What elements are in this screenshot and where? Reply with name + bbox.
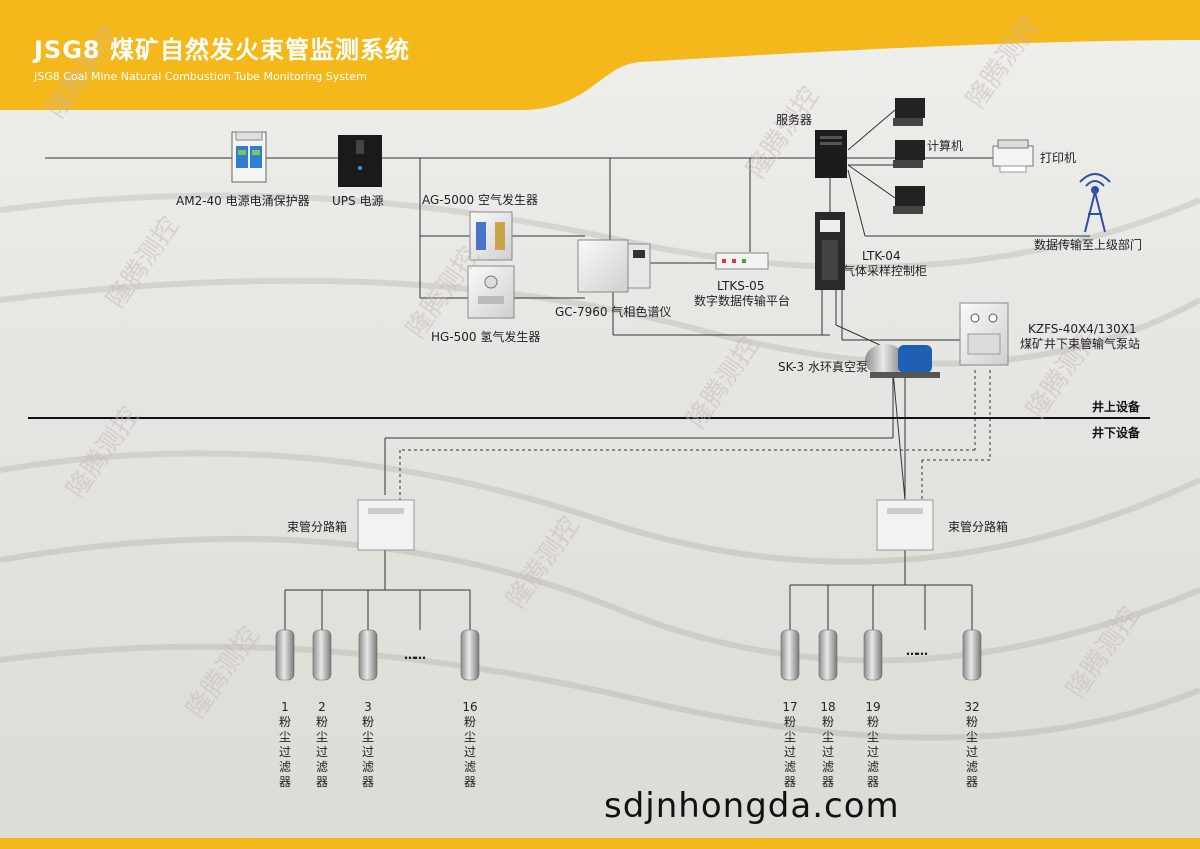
- hydrogen-generator-device: [467, 265, 515, 319]
- filter-name: 粉尘过滤器: [965, 715, 978, 789]
- ups-label: UPS 电源: [332, 194, 384, 208]
- air-generator-label: AG-5000 空气发生器: [422, 193, 538, 207]
- air-generator-device: [469, 211, 513, 261]
- filter-number: 3: [364, 700, 372, 714]
- filter-number: 18: [820, 700, 836, 714]
- filter-number: 32: [964, 700, 980, 714]
- filter-name: 粉尘过滤器: [463, 715, 476, 789]
- antenna-icon: [1079, 173, 1111, 233]
- control-cabinet-model: LTK-04: [862, 249, 901, 263]
- pump-station-name: 煤矿井下束管输气泵站: [1020, 337, 1141, 351]
- header-band: [0, 0, 1200, 110]
- underground-tag: 井下设备: [1092, 426, 1141, 440]
- page-title: JSG8 煤矿自然发火束管监测系统: [34, 36, 410, 64]
- filter-name: 粉尘过滤器: [361, 715, 374, 789]
- gas-chromatograph-device: [577, 239, 651, 293]
- filter-name: 粉尘过滤器: [315, 715, 328, 789]
- ups-device: [338, 135, 382, 187]
- pump-station-device: [959, 302, 1009, 366]
- vacuum-pump-device: [865, 344, 940, 378]
- junction-box-right-device: [876, 499, 934, 551]
- surge-protector-device: [231, 131, 267, 183]
- junction-box-left-device: [357, 499, 415, 551]
- dashed-tube-lines: [399, 370, 991, 500]
- computer-devices: [893, 98, 925, 214]
- ellipsis-right: ……: [906, 644, 928, 658]
- filter-number: 2: [318, 700, 326, 714]
- server-device: [815, 130, 847, 178]
- website-url: sdjnhongda.com: [604, 786, 900, 826]
- filter-name: 粉尘过滤器: [278, 715, 291, 789]
- dust-filter-devices: [275, 629, 982, 681]
- hydrogen-generator-label: HG-500 氢气发生器: [431, 330, 541, 344]
- control-cabinet-device: [815, 212, 845, 290]
- footer-band: [0, 838, 1200, 849]
- filter-number: 1: [281, 700, 289, 714]
- filter-name: 粉尘过滤器: [821, 715, 834, 789]
- data-platform-name: 数字数据传输平台: [694, 294, 791, 308]
- pump-station-model: KZFS-40X4/130X1: [1028, 322, 1137, 336]
- filter-name: 粉尘过滤器: [783, 715, 796, 789]
- printer-device: [992, 139, 1034, 173]
- computer-label: 计算机: [927, 139, 964, 153]
- data-platform-model: LTKS-05: [717, 279, 765, 293]
- server-label: 服务器: [776, 113, 813, 127]
- gas-chromatograph-label: GC-7960 气相色谱仪: [555, 305, 672, 319]
- page-subtitle: JSG8 Coal Mine Natural Combustion Tube M…: [34, 70, 367, 83]
- filter-number: 17: [782, 700, 798, 714]
- uplink-label: 数据传输至上级部门: [1034, 238, 1143, 252]
- surface-tag: 井上设备: [1092, 400, 1141, 414]
- ellipsis-left: ……: [404, 648, 426, 662]
- control-cabinet-name: 气体采样控制柜: [843, 264, 928, 278]
- filter-name: 粉尘过滤器: [866, 715, 879, 789]
- surge-protector-label: AM2-40 电源电涌保护器: [176, 194, 310, 208]
- filter-number: 16: [462, 700, 478, 714]
- junction-box-left-label: 束管分路箱: [287, 520, 348, 534]
- printer-label: 打印机: [1040, 151, 1077, 165]
- data-platform-device: [715, 252, 769, 270]
- filter-number: 19: [865, 700, 881, 714]
- vacuum-pump-label: SK-3 水环真空泵: [778, 360, 869, 374]
- junction-box-right-label: 束管分路箱: [948, 520, 1009, 534]
